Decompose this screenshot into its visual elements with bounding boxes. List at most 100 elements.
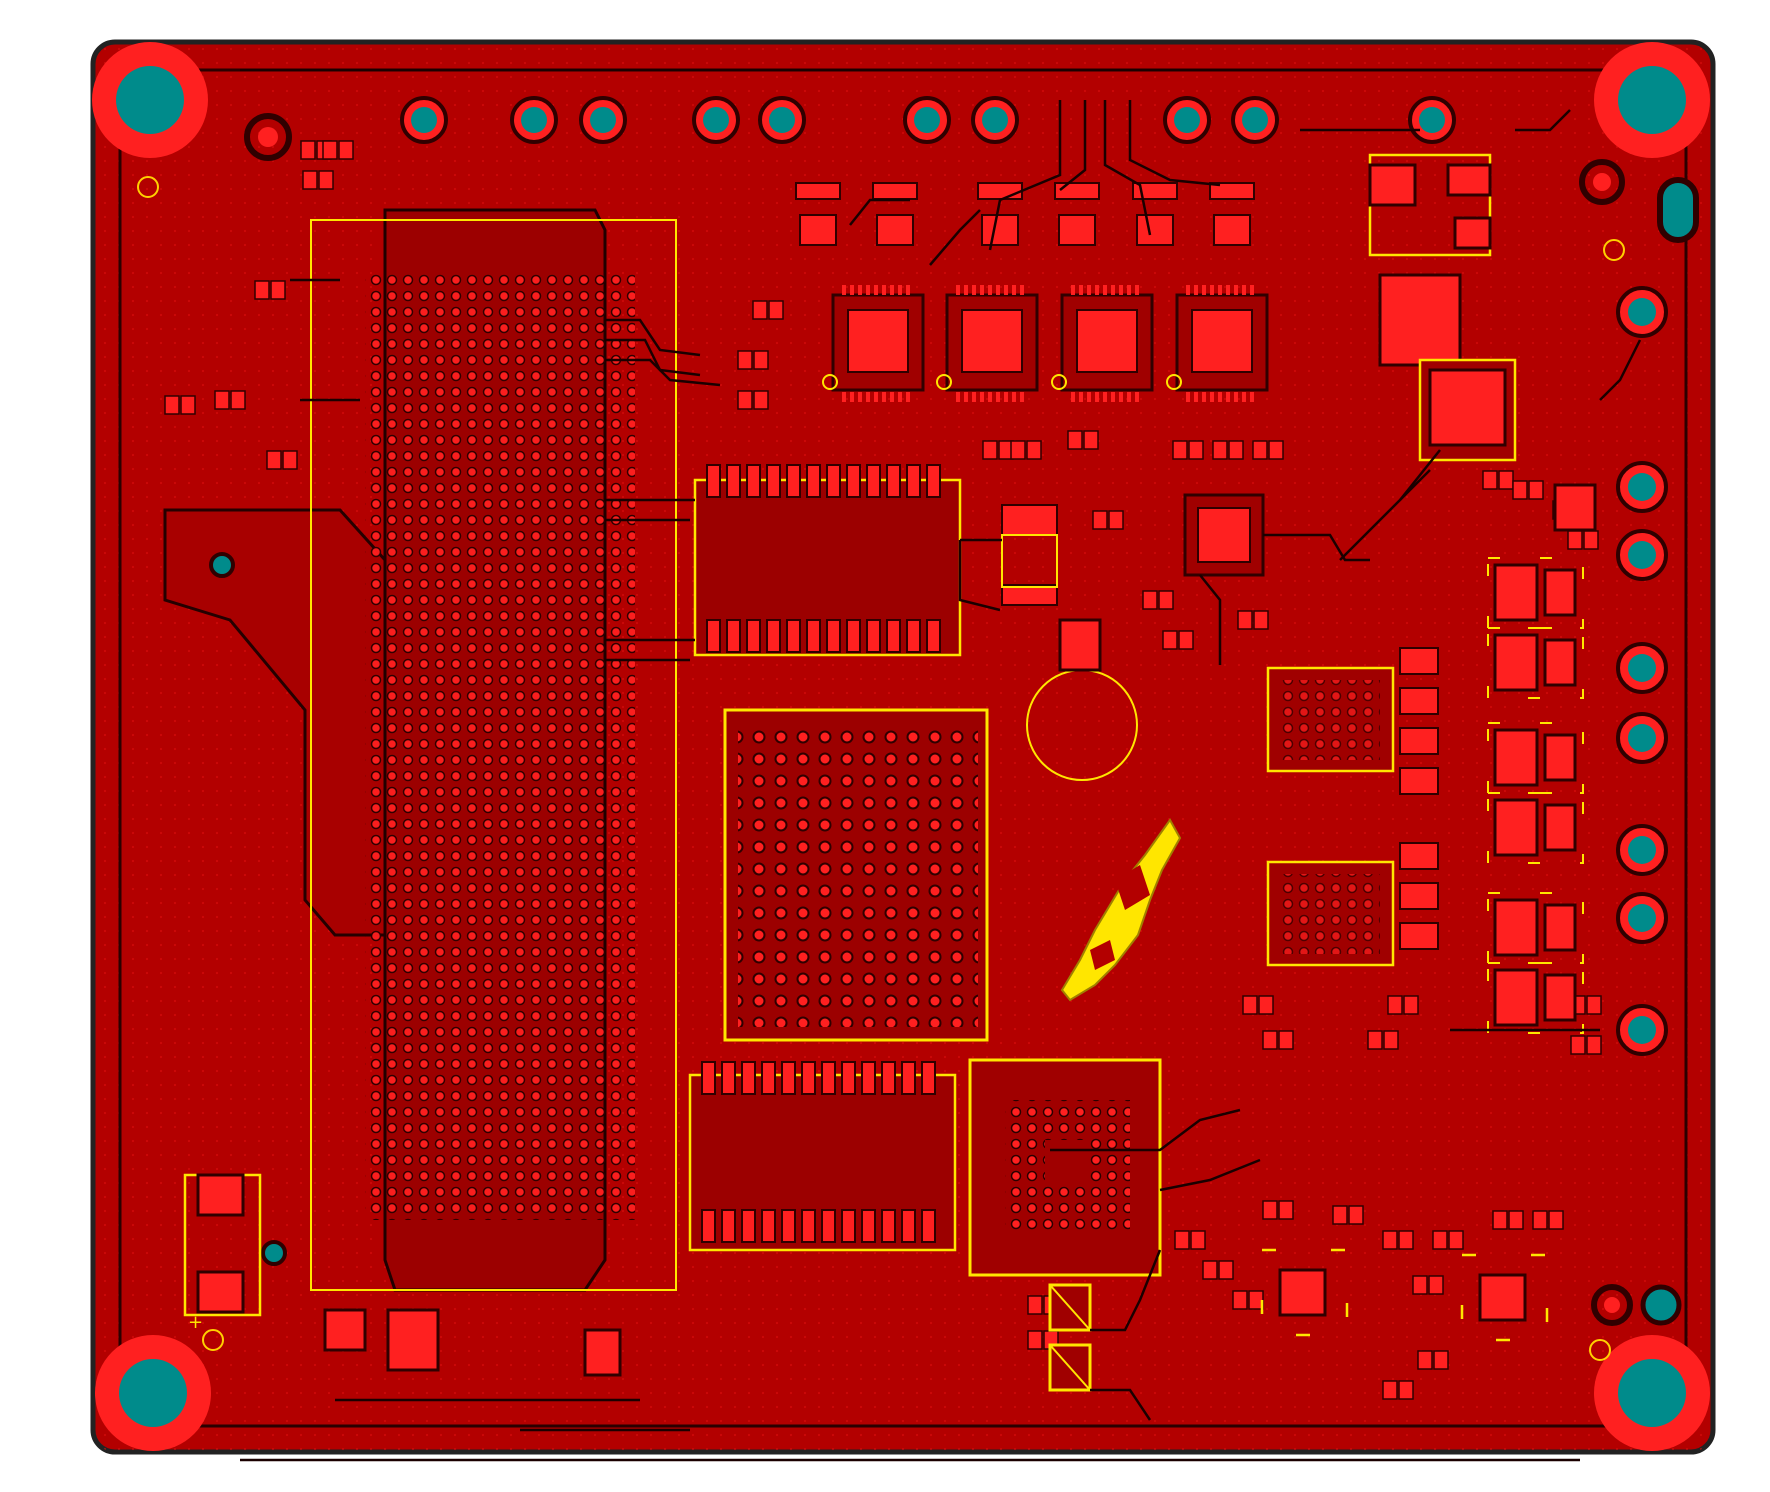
qfn-lead	[1103, 285, 1107, 295]
qfn-lead	[1127, 392, 1131, 402]
passive-pad	[1332, 1205, 1348, 1225]
passive-pad	[1567, 530, 1583, 550]
qfn-lead	[1135, 285, 1139, 295]
ic-pin	[926, 619, 941, 653]
passive-pad	[1262, 1200, 1278, 1220]
passive-pad	[1412, 1275, 1428, 1295]
resistor-pad	[1399, 882, 1439, 910]
ic-pin	[701, 1209, 716, 1243]
ic-pin	[906, 464, 921, 498]
copper-trace	[929, 209, 981, 266]
passive-pad	[282, 450, 298, 470]
qfn-lead	[858, 285, 862, 295]
right-connector-holes	[1616, 286, 1668, 1056]
power-component	[1493, 968, 1539, 1027]
pin1-marker	[936, 374, 952, 390]
qfn-lead	[980, 285, 984, 295]
qfn-lead	[1218, 392, 1222, 402]
top-right-power-block	[1368, 153, 1517, 462]
passive-pad	[180, 395, 196, 415]
ic-pin	[821, 1061, 836, 1095]
passive-pad	[1262, 1030, 1278, 1050]
power-component	[1493, 728, 1539, 787]
qfn-lead	[882, 392, 886, 402]
passive-pad	[753, 350, 769, 370]
ic-pin	[746, 464, 761, 498]
qfn-lead	[1103, 392, 1107, 402]
passive-pad	[1092, 510, 1108, 530]
passive-pad	[1417, 1350, 1433, 1370]
power-component	[1543, 903, 1577, 952]
power-component	[1493, 798, 1539, 857]
qfn-lead	[964, 392, 968, 402]
copper-trace	[1399, 469, 1431, 501]
passive-pad	[1403, 995, 1419, 1015]
drill-hole	[1419, 107, 1445, 133]
power-component	[1543, 803, 1577, 852]
power-component	[1543, 973, 1577, 1022]
ic-pin	[861, 1061, 876, 1095]
passive-pad	[1067, 430, 1083, 450]
qfn-thermal-pad	[961, 309, 1023, 373]
passive-pad	[737, 350, 753, 370]
ic-pin	[841, 1061, 856, 1095]
regulator-ic	[1553, 483, 1597, 532]
copper-trace	[1159, 1158, 1261, 1192]
qfn-lead	[890, 392, 894, 402]
ic-pin	[781, 1209, 796, 1243]
qfn-thermal-pad	[1191, 309, 1253, 373]
ic-pin	[846, 619, 861, 653]
passive-pad	[214, 390, 230, 410]
mounting-hole-bottom-left	[95, 1335, 211, 1451]
passive-pad	[1218, 1260, 1234, 1280]
ic-pin	[866, 464, 881, 498]
passive-pad	[1237, 610, 1253, 630]
bottom-center-connectors	[1048, 1283, 1092, 1392]
passive-pad	[1508, 1210, 1524, 1230]
inductors	[1266, 666, 1395, 967]
ic-pin	[886, 464, 901, 498]
passive-pad	[1228, 440, 1244, 460]
mounting-hole-top-right	[1594, 42, 1710, 158]
qfn-lead	[1127, 285, 1131, 295]
passive-pad	[1348, 1205, 1364, 1225]
smd-pad	[1054, 182, 1100, 200]
copper-trace	[1050, 1108, 1241, 1152]
drill-hole	[982, 107, 1008, 133]
passive-pad	[1398, 1230, 1414, 1250]
smd-pad	[1136, 214, 1174, 246]
drill-hole	[1628, 654, 1656, 682]
ic-pin	[906, 619, 921, 653]
drill-hole	[1628, 473, 1656, 501]
qfn-lead	[1111, 392, 1115, 402]
qfn-lead	[1135, 392, 1139, 402]
qfn-lead	[1012, 285, 1016, 295]
copper-trace	[1103, 100, 1152, 236]
ic-pin	[786, 464, 801, 498]
passive-pad	[1428, 1275, 1444, 1295]
qfn-lead	[842, 285, 846, 295]
passive-pad	[1202, 1260, 1218, 1280]
ic-pin	[761, 1061, 776, 1095]
passive-pad	[737, 390, 753, 410]
qfn-lead	[1095, 392, 1099, 402]
smd-pad	[799, 214, 837, 246]
qfn-lead	[1020, 392, 1024, 402]
qfn-thermal-pad	[1197, 507, 1251, 563]
passive-pad	[1258, 995, 1274, 1015]
power-component	[1493, 633, 1539, 692]
passive-pad	[1512, 480, 1528, 500]
qfn-lead	[1004, 392, 1008, 402]
qfn-lead	[1218, 285, 1222, 295]
drill-hole	[1628, 1016, 1656, 1044]
ic-pin	[921, 1061, 936, 1095]
smd-pad	[1132, 182, 1178, 200]
coin-cell-footprint	[1026, 618, 1138, 781]
ic-pin	[701, 1061, 716, 1095]
passive-pad	[1398, 1380, 1414, 1400]
qfn-lead	[898, 392, 902, 402]
ic-pin	[861, 1209, 876, 1243]
passive-pad	[1586, 1035, 1602, 1055]
power-component	[1543, 568, 1577, 617]
